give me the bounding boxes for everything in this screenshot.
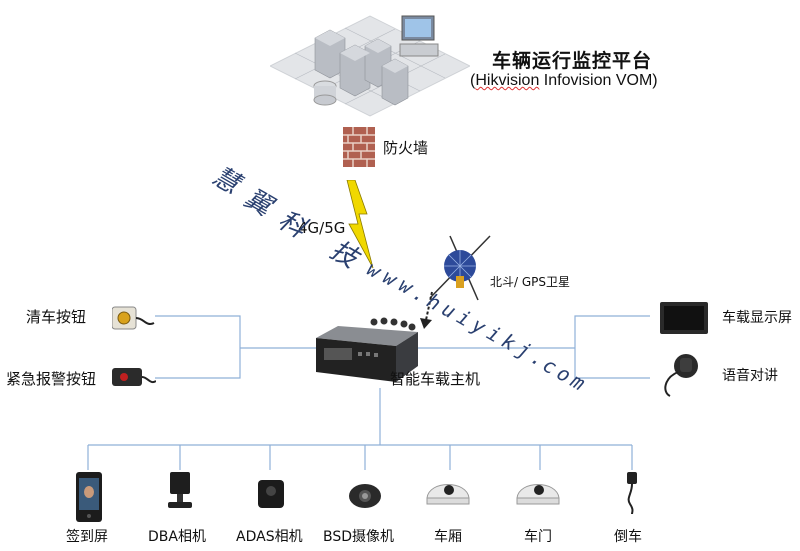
satellite-label: 北斗/ GPS卫星 <box>490 275 571 289</box>
wireless-link-icon <box>346 180 374 269</box>
alarm-button-device-icon <box>112 368 156 386</box>
rear-camera-device-icon <box>627 472 637 514</box>
bottom-device-label-3: BSD摄像机 <box>323 529 395 545</box>
bottom-device-label-2: ADAS相机 <box>236 529 303 545</box>
right-device-label-1: 语音对讲 <box>722 368 778 384</box>
platform-title: 车辆运行监控平台 <box>492 50 653 72</box>
signal-arrow-icon <box>420 291 433 329</box>
bottom-device-label-6: 倒车 <box>614 529 642 545</box>
network-label: 4G/5G <box>298 219 346 237</box>
right-device-label-0: 车载显示屏 <box>722 310 792 326</box>
clear-button-device-icon <box>112 306 155 330</box>
firewall-icon <box>343 127 375 167</box>
server-platform-icon <box>270 15 470 117</box>
firewall-label: 防火墙 <box>383 139 429 157</box>
dba-camera-device-icon <box>168 472 192 508</box>
left-device-label-0: 清车按钮 <box>26 308 87 326</box>
cabin-dome-camera-icon <box>426 484 470 505</box>
host-unit-icon <box>316 317 418 382</box>
left-device-label-1: 紧急报警按钮 <box>6 370 97 388</box>
bottom-device-label-4: 车厢 <box>434 529 462 545</box>
bottom-device-label-5: 车门 <box>524 529 552 545</box>
brand-name: Hikvision <box>475 72 540 89</box>
door-dome-camera-icon <box>516 484 560 505</box>
bottom-device-label-0: 签到屏 <box>66 529 108 545</box>
bsd-camera-device-icon <box>349 484 381 508</box>
checkin-screen-device-icon <box>76 472 102 522</box>
platform-subtitle: (Hikvision Infovision VOM) <box>470 72 658 89</box>
vehicle-display-icon <box>660 302 708 334</box>
bottom-device-label-1: DBA相机 <box>148 529 206 545</box>
intercom-microphone-icon <box>664 354 698 397</box>
adas-camera-device-icon <box>258 480 284 508</box>
satellite-icon <box>429 235 491 301</box>
host-label: 智能车载主机 <box>390 370 481 388</box>
